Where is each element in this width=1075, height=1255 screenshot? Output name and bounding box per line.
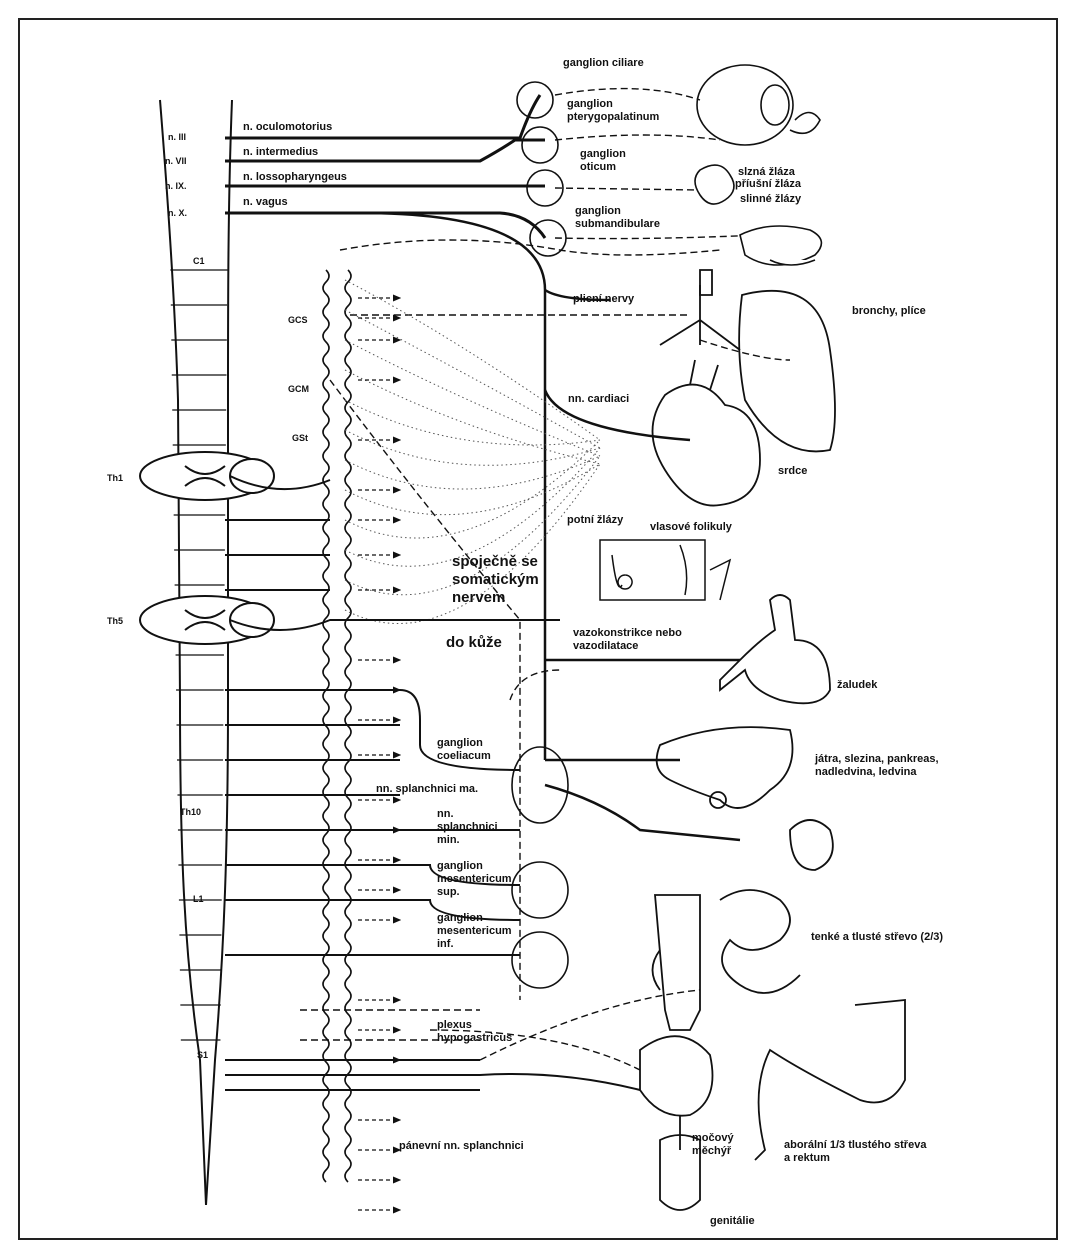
label-th5: Th5 bbox=[107, 615, 123, 628]
label-vlasove-folikuly: vlasové folikuly bbox=[650, 521, 732, 534]
label-slinne-zlazy: slinné žlázy bbox=[740, 193, 801, 206]
spinal-cross-section-th5 bbox=[140, 596, 274, 644]
label-n-ix: n. IX. bbox=[165, 180, 187, 193]
label-do-kuze: do kůže bbox=[446, 634, 502, 652]
trunk-arrows bbox=[358, 298, 400, 1210]
label-intermedius: n. intermedius bbox=[243, 146, 318, 159]
label-s1: S1 bbox=[197, 1049, 208, 1062]
label-nn-cardiaci: nn. cardiaci bbox=[568, 393, 629, 406]
label-n-iii: n. III bbox=[168, 131, 186, 144]
label-n-x: n. X. bbox=[168, 207, 187, 220]
rectum-organ bbox=[755, 1000, 905, 1160]
label-panevni-splanchnici: pánevní nn. splanchnici bbox=[399, 1140, 524, 1153]
label-zaludek: žaludek bbox=[837, 679, 877, 692]
ganglion-mesentericum-inf-circle bbox=[512, 932, 568, 988]
eye-organ bbox=[697, 65, 820, 145]
label-vagus: n. vagus bbox=[243, 196, 288, 209]
label-ganglion-submandibulare: ganglion submandibulare bbox=[575, 205, 660, 231]
label-gcm: GCM bbox=[288, 383, 309, 396]
ganglion-ciliare-circle bbox=[517, 82, 553, 118]
label-plexus-hypogastricus: plexus hypogastricus bbox=[437, 1019, 512, 1045]
label-th1: Th1 bbox=[107, 472, 123, 485]
label-mocovy-mechyr: močový měchýř bbox=[692, 1132, 734, 1158]
label-splanchnici-major: nn. splanchnici ma. bbox=[376, 783, 478, 796]
cranial-nerves bbox=[225, 95, 545, 238]
label-th10: Th10 bbox=[180, 806, 201, 819]
label-n-vii: n. VII bbox=[165, 155, 187, 168]
label-plicni-nervy: plicní nervy bbox=[573, 293, 634, 306]
label-ganglion-mesentericum-inf: ganglion mesentericum inf. bbox=[437, 912, 512, 951]
label-ganglion-pterygopalatinum: ganglion pterygopalatinum bbox=[567, 98, 659, 124]
spinal-segments bbox=[170, 270, 227, 1040]
label-spojecne-se-somatickym-nervem: spoječně se somatickým nervem bbox=[452, 553, 539, 607]
label-splanchnici-minor: nn. splanchnici min. bbox=[437, 808, 498, 847]
skin-sweat-gland-organ bbox=[600, 540, 730, 600]
spinal-cross-section-th1 bbox=[140, 452, 274, 500]
label-glossopharyngeus: n. lossopharyngeus bbox=[243, 171, 347, 184]
stomach-organ bbox=[720, 595, 830, 703]
label-potni-zlazy: potní žlázy bbox=[567, 514, 623, 527]
label-jatra: játra, slezina, pankreas, nadledvina, le… bbox=[815, 753, 939, 779]
label-srdce: srdce bbox=[778, 465, 807, 478]
label-priusni-zlaza: příušní žláza bbox=[735, 178, 801, 191]
label-ganglion-ciliare: ganglion ciliare bbox=[563, 57, 644, 70]
label-ganglion-coeliacum: ganglion coeliacum bbox=[437, 737, 491, 763]
label-l1: L1 bbox=[193, 893, 204, 906]
label-bronchy-plice: bronchy, plíce bbox=[852, 305, 926, 318]
heart-organ bbox=[653, 360, 761, 506]
lungs-bronchi-organ bbox=[660, 270, 835, 451]
intestine-organ bbox=[653, 890, 801, 1030]
ganglion-pterygopalatinum-circle bbox=[522, 127, 558, 163]
label-aboralni: aborální 1/3 tlustého střeva a rektum bbox=[784, 1139, 926, 1165]
label-c1: C1 bbox=[193, 255, 205, 268]
label-genitalie: genitálie bbox=[710, 1215, 755, 1228]
label-ganglion-oticum: ganglion oticum bbox=[580, 148, 626, 174]
label-strevo: tenké a tlusté střevo (2/3) bbox=[811, 931, 943, 944]
label-gst: GSt bbox=[292, 432, 308, 445]
label-gcs: GCS bbox=[288, 314, 308, 327]
ganglion-coeliacum-circle bbox=[512, 747, 568, 823]
label-ganglion-mesentericum-sup: ganglion mesentericum sup. bbox=[437, 860, 512, 899]
label-oculomotorius: n. oculomotorius bbox=[243, 121, 332, 134]
liver-organ bbox=[657, 727, 833, 870]
label-vazokonstrikce: vazokonstrikce nebo vazodilatace bbox=[573, 627, 682, 653]
